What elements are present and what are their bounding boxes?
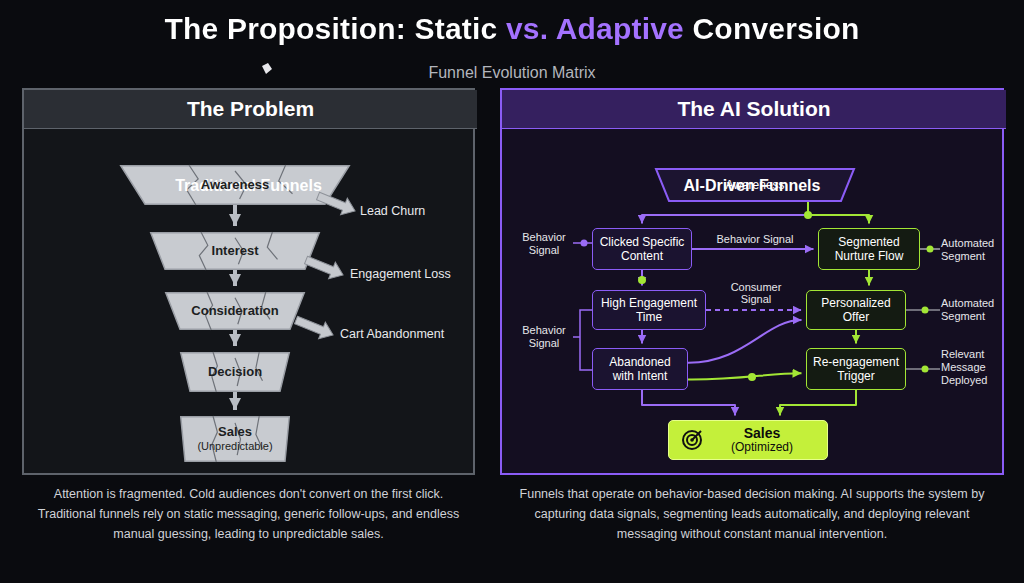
flow-connector	[233, 330, 237, 346]
node-text: Segmented Nurture Flow	[819, 235, 919, 264]
action-box: Re-engagement Trigger	[806, 348, 906, 390]
signal-label: Behavior Signal	[516, 324, 572, 350]
flow-connector	[641, 330, 643, 344]
funnel-fill	[181, 353, 290, 392]
node-text: Awareness	[721, 178, 788, 192]
funnel-fill	[656, 169, 854, 201]
flow-connector	[688, 373, 802, 379]
sales-box: Sales(Optimized)	[668, 420, 828, 460]
funnel-fill	[121, 166, 350, 205]
flow-connector	[855, 330, 857, 344]
flow-connector	[706, 309, 802, 311]
flow-connector	[688, 320, 802, 363]
crack-line	[279, 165, 293, 194]
funnel-stage: Sales(Unpredictable)	[180, 416, 290, 462]
message-label: Relevant Message Deployed	[941, 348, 1003, 388]
signal-box: High Engagement Time	[592, 290, 706, 330]
funnel-stage: Interest	[150, 232, 320, 270]
flow-connector	[233, 392, 237, 410]
node-text: Personalized Offer	[807, 296, 905, 325]
flow-connector	[641, 270, 643, 286]
node-text: Clicked Specific Content	[593, 235, 691, 264]
panel-heading: The Problem	[24, 90, 477, 129]
node-text: Abandoned with Intent	[593, 355, 687, 384]
edge-label: Consumer Signal	[728, 281, 784, 305]
funnel-fill	[181, 417, 290, 462]
subtitle: Funnel Evolution Matrix	[362, 64, 662, 82]
panel-heading: The AI Solution	[502, 90, 1006, 129]
node-text: (Unpredictable)	[197, 440, 272, 453]
problem-panel: The ProblemTraditional FunnelsAwarenessI…	[22, 88, 475, 475]
action-box: Personalized Offer	[806, 290, 906, 330]
node-text: High Engagement Time	[593, 296, 705, 325]
node-text: Awareness	[201, 178, 269, 193]
funnel-stage: Decision	[180, 352, 290, 392]
crack-line	[187, 165, 199, 205]
flow-connector	[233, 270, 237, 286]
funnel-fill	[151, 233, 320, 270]
node-text: (Optimized)	[731, 441, 793, 455]
diagram-title: The Proposition: Static vs. Adaptive Con…	[164, 12, 859, 46]
flow-connector	[780, 390, 856, 416]
panel-caption: Attention is fragmented. Cold audiences …	[30, 484, 467, 544]
signal-box: Abandoned with Intent	[592, 348, 688, 390]
flow-connector	[642, 202, 808, 224]
flow-connector	[642, 390, 735, 416]
flow-connector	[233, 205, 237, 226]
node-text: Sales	[218, 425, 252, 440]
segment-label: Automated Segment	[941, 237, 1003, 263]
segment-label: Automated Segment	[941, 297, 1003, 323]
funnel-fill	[166, 293, 305, 330]
node-text: Decision	[208, 365, 262, 380]
edge-label: Behavior Signal	[708, 233, 802, 245]
crack-line	[199, 232, 208, 270]
flow-connector	[692, 248, 814, 250]
loss-label: Lead Churn	[360, 204, 460, 218]
node-text: Interest	[212, 244, 259, 259]
signal-label: Behavior Signal	[516, 231, 572, 257]
crack-line	[212, 416, 218, 462]
loss-label: Cart Abandonment	[340, 327, 470, 341]
flow-connector	[808, 202, 869, 224]
flow-connector	[868, 270, 870, 286]
sparkle-icon	[262, 63, 272, 74]
node-text: Consideration	[191, 304, 278, 319]
signal-box: Clicked Specific Content	[592, 228, 692, 270]
panel-caption: Funnels that operate on behavior-based d…	[506, 484, 998, 544]
node-text: Sales	[744, 425, 781, 441]
action-box: Segmented Nurture Flow	[818, 228, 920, 270]
crack-line	[267, 232, 277, 259]
node-text: Re-engagement Trigger	[807, 355, 905, 384]
funnel-stage: Consideration	[165, 292, 305, 330]
loss-label: Engagement Loss	[350, 267, 470, 281]
